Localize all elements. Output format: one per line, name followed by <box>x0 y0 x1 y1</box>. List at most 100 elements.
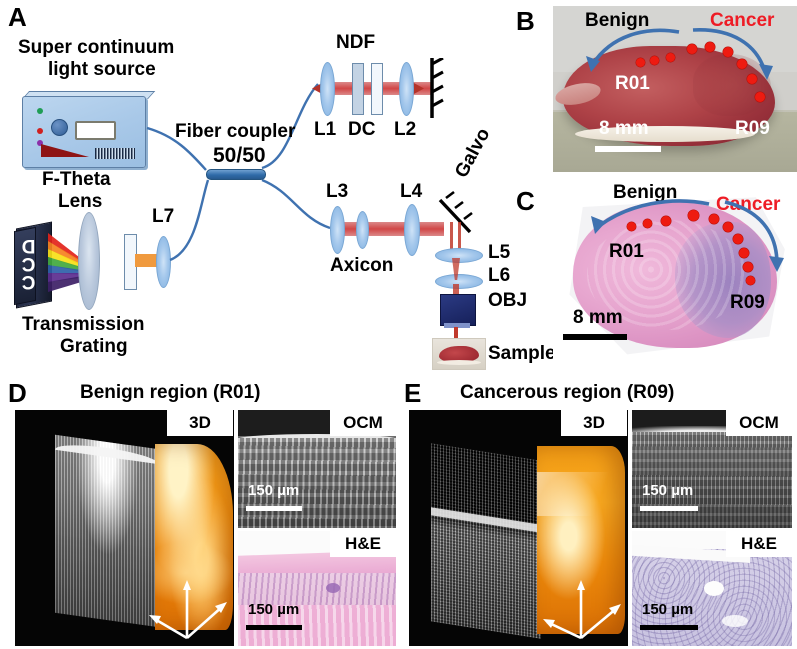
control-knob-icon[interactable] <box>51 119 68 136</box>
display-panel <box>75 121 116 140</box>
dc-dispersion-compensator-element <box>371 63 383 115</box>
panel-b-gross-specimen: Benign Cancer R01 R09 8 mm <box>553 6 797 172</box>
specimen-texture <box>693 54 771 116</box>
panel-b-benign-label: Benign <box>585 10 650 31</box>
region-dot-r10 <box>746 276 755 285</box>
ndf-filter-element <box>352 63 364 115</box>
label-axicon: Axicon <box>330 255 394 276</box>
barcode-strip <box>95 148 135 159</box>
panel-b-letter: B <box>516 6 535 36</box>
region-dot-r04 <box>687 44 697 54</box>
panel-e-ocm-scalebar-label: 150 µm <box>642 482 694 499</box>
beam-converging <box>452 258 460 280</box>
panel-c-letter: C <box>516 186 535 216</box>
panel-c-whole-mount-histology: Benign Cancer R01 R09 8 mm <box>553 180 797 368</box>
panel-c-scalebar-label: 8 mm <box>573 307 623 328</box>
panel-d-axes <box>149 580 227 640</box>
label-l2: L2 <box>394 119 417 140</box>
label-obj: OBJ <box>488 290 528 311</box>
panel-e-bscan-face <box>431 443 541 639</box>
region-dot-r09 <box>743 262 753 272</box>
region-dot-r01 <box>627 222 636 231</box>
axicon-element <box>356 211 369 249</box>
label-l5: L5 <box>488 242 511 263</box>
fiber-coupler-element <box>206 169 266 180</box>
label-l1: L1 <box>314 119 337 140</box>
panel-b-region-first-label: R01 <box>615 73 650 94</box>
panel-e-he-tumor-texture <box>632 549 792 646</box>
label-light-source-line1: Super continuum <box>18 37 175 58</box>
panel-e-letter: E <box>404 378 422 408</box>
panel-d-ocm-scalebar <box>246 506 302 511</box>
panel-d-ocm-image: OCM 150 µm <box>238 410 396 528</box>
region-dot-r05 <box>705 42 715 52</box>
panel-d-title: Benign region (R01) <box>80 382 261 403</box>
led-green-icon <box>37 108 43 114</box>
panel-b-scalebar-label: 8 mm <box>599 118 649 139</box>
label-ftheta-line2: Lens <box>58 191 103 212</box>
region-dot-r07 <box>733 234 743 244</box>
panel-d-ocm-texture <box>238 438 396 528</box>
label-coupler-ratio: 50/50 <box>213 144 266 167</box>
objective-lens-element <box>440 294 476 326</box>
panel-a-letter: A <box>8 2 27 32</box>
region-dot-r05 <box>709 214 719 224</box>
label-l3: L3 <box>326 181 349 202</box>
panel-e-tag-ocm: OCM <box>726 410 792 436</box>
label-ndf: NDF <box>336 32 376 53</box>
beam-to-sample <box>454 327 458 340</box>
tissue-texture-overlay <box>587 220 747 330</box>
panel-d-he-nuclei-cluster <box>326 583 340 593</box>
panel-e-he-scalebar-label: 150 µm <box>642 601 694 618</box>
tissue-section-cancer <box>675 222 771 338</box>
label-ftheta-line1: F-Theta <box>42 169 111 190</box>
l4-lens-element <box>404 204 420 256</box>
panel-e-ocm-scalebar <box>640 506 698 511</box>
l2-lens-element <box>399 62 414 116</box>
panel-c-benign-label: Benign <box>613 182 678 203</box>
panel-e-ocm-surface <box>632 426 792 436</box>
panel-b-region-last-label: R09 <box>735 118 770 139</box>
panel-e-he-lumen <box>704 581 724 596</box>
beam-down-2 <box>458 222 461 254</box>
panel-c-region-last-label: R09 <box>730 292 765 313</box>
panel-e-tag-3d: 3D <box>561 410 627 436</box>
beam-arrow-right-ref <box>412 82 424 95</box>
panel-d-3d-render: 3D Z Y X <box>15 410 234 646</box>
panel-d-letter: D <box>8 378 27 408</box>
panel-d-ocm-surface <box>238 434 396 439</box>
l3-lens-element <box>330 206 345 254</box>
panel-d-tag-3d: 3D <box>167 410 233 436</box>
label-l6: L6 <box>488 265 511 286</box>
panel-e-ocm-image: OCM 150 µm <box>632 410 792 528</box>
galvo-mirror-icon[interactable] <box>438 190 482 242</box>
region-dot-r01 <box>636 58 645 67</box>
l1-lens-element <box>320 62 335 116</box>
region-dot-r06 <box>723 47 733 57</box>
region-dot-r08 <box>739 248 749 258</box>
fiber-network <box>146 83 331 262</box>
panel-c-region-first-label: R01 <box>609 241 644 262</box>
region-dot-r09 <box>755 92 765 102</box>
panel-d-tag-ocm: OCM <box>330 410 396 436</box>
panel-d-volume-highlight <box>155 542 233 604</box>
panel-e-axes <box>543 580 621 640</box>
beam-sample-arm <box>334 222 444 236</box>
panel-d-he-image: H&E 150 µm <box>238 531 396 646</box>
panel-e-he-scalebar <box>640 625 698 630</box>
panel-a-system-schematic: A Super continuum light source F-Theta L… <box>0 0 556 372</box>
label-l4: L4 <box>400 181 423 202</box>
label-l7: L7 <box>152 206 175 227</box>
panel-c-arrows <box>591 199 784 272</box>
panel-d-he-stroma <box>238 573 396 609</box>
region-dot-r07 <box>737 59 747 69</box>
panel-e-tag-he: H&E <box>726 531 792 557</box>
panel-d-he-scalebar <box>246 625 302 630</box>
beam-down-1 <box>450 222 453 254</box>
panel-e-volume-highlight <box>537 472 625 516</box>
region-dot-r02 <box>643 219 652 228</box>
region-dot-r03 <box>666 53 675 62</box>
panel-e-he-image: H&E 150 µm <box>632 531 792 646</box>
reference-mirror-icon <box>430 58 444 118</box>
panel-d-tag-he: H&E <box>330 531 396 557</box>
